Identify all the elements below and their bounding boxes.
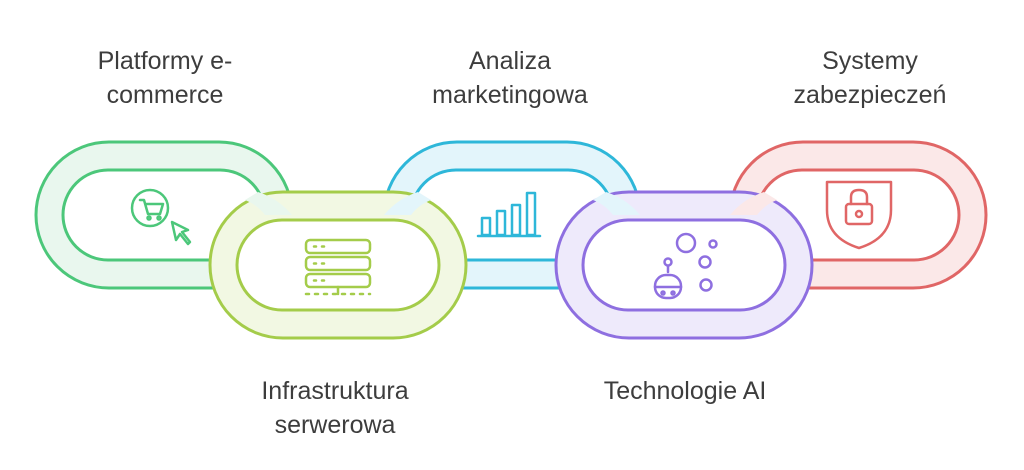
label-line: serwerowa [274, 411, 396, 439]
label-line: zabezpieczeń [793, 81, 947, 109]
label-line: commerce [106, 81, 224, 109]
label-security: Systemy zabezpieczeń [760, 44, 980, 112]
label-marketing: Analiza marketingowa [400, 44, 620, 112]
label-line: Technologie AI [603, 377, 767, 405]
server-rack-icon [304, 238, 372, 296]
label-servers: Infrastruktura serwerowa [225, 374, 445, 442]
label-line: marketingowa [432, 81, 588, 109]
label-ai: Technologie AI [570, 374, 800, 408]
chain-link-ai [554, 190, 814, 340]
label-ecommerce: Platformy e- commerce [60, 44, 270, 112]
label-line: Infrastruktura [261, 377, 409, 405]
bar-chart-icon [476, 191, 542, 238]
label-line: Analiza [469, 47, 551, 75]
label-line: Systemy [822, 47, 918, 75]
label-line: Platformy e- [97, 47, 233, 75]
interlock-overlaps [245, 192, 777, 215]
chain-link-servers [208, 190, 468, 340]
robot-bubbles-icon [653, 232, 718, 300]
shield-lock-icon [825, 180, 893, 250]
shopping-cart-click-icon [130, 188, 192, 246]
